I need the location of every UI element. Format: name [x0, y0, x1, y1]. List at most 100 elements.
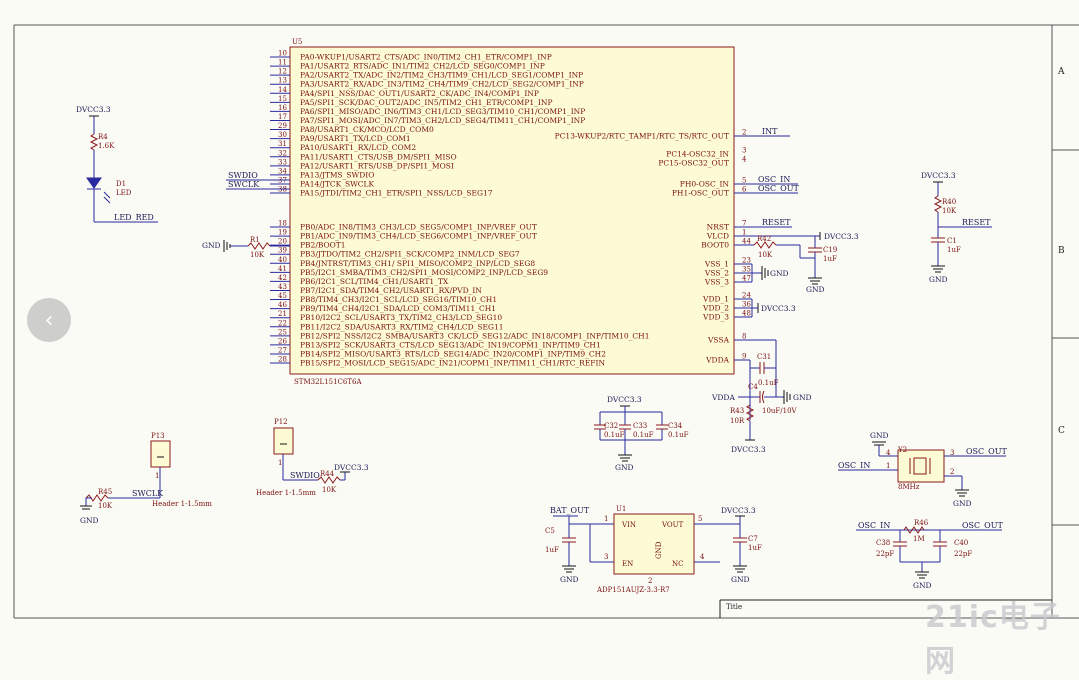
u1-vin: VIN [621, 521, 636, 529]
u5-pin-number: 4 [742, 156, 747, 164]
u1-pin4: 4 [700, 553, 705, 561]
c1-ref: C1 [947, 237, 957, 245]
u1-vout: VOUT [661, 521, 684, 529]
u1-ref: U1 [616, 505, 626, 513]
r42-ref: R42 [757, 235, 771, 243]
c7-ref: C7 [748, 535, 758, 543]
u5-pin-number: 25 [278, 328, 287, 336]
p13-pin: 1 [155, 472, 159, 480]
r45-ref: R45 [98, 488, 112, 496]
c1-val: 1uF [947, 246, 961, 254]
u5-pin-name: PA15/JTDI/TIM2_CH1_ETR/SPI1_NSS/LCD_SEG1… [300, 189, 493, 198]
u5-pin-name: PB1/ADC_IN9/TIM3_CH4/LCD_SEG6/COMP1_INP/… [300, 232, 537, 241]
u5-pin-number: 45 [278, 292, 287, 300]
u5-pin-number: 17 [278, 113, 287, 121]
u5-pin-name: PA10/USART1_RX/LCD_COM2 [300, 143, 416, 152]
net-osc-in-y2: OSC_IN [838, 461, 870, 470]
gnd-r1: GND [202, 241, 221, 250]
u5-pin-name: PA7/SPI1_MOSI/ADC_IN7/TIM3_CH2/LCD_SEG4/… [300, 116, 585, 125]
u5-pin-number: 47 [742, 275, 751, 283]
net-dvcc-vlcd: DVCC3.3 [824, 232, 859, 241]
net-osc-out-y2: OSC_OUT [966, 447, 1007, 456]
u5-pin-number: 41 [278, 265, 287, 273]
u5-pin-name: PB4/JNTRST/TIM3_CH1/ SPI1_MISO/COMP2_INP… [300, 259, 535, 268]
gnd-load: GND [913, 581, 932, 590]
u5-pin-name: PB0/ADC_IN8/TIM3_CH3/LCD_SEG5/COMP1_INP/… [300, 223, 537, 232]
gnd-decoupling: GND [615, 463, 634, 472]
led-circuit: DVCC3.3 R4 1.6K D1 LED LED_RED [76, 105, 158, 223]
u5-pin-name: PA14/JTCK_SWCLK [300, 179, 375, 188]
y2-pin3: 3 [950, 449, 954, 457]
u5-pin-name: PC15-OSC32_OUT [658, 159, 729, 168]
u5-pin-number: 5 [742, 177, 746, 185]
c32-ref: C32 [604, 422, 618, 430]
net-swdio-u5: SWDIO [228, 171, 258, 180]
c34-ref: C34 [668, 422, 683, 430]
r46-val: 1M [913, 535, 925, 543]
u5-pin-number: 42 [278, 274, 287, 282]
u5-pin-number: 15 [278, 95, 287, 103]
r42-val: 10K [758, 251, 773, 259]
u5-pin-number: 12 [278, 68, 287, 76]
gnd-c19: GND [806, 285, 825, 294]
u5-pin-name: VDDA [705, 356, 729, 365]
header-p12: P12 1 SWDIO R44 10K DVCC3.3 Header 1-1.5… [256, 418, 369, 497]
r40-ref: R40 [942, 198, 956, 206]
swd-nets: SWDIO SWCLK [226, 171, 290, 190]
r46-ref: R46 [914, 519, 929, 527]
net-dvcc-r40: DVCC3.3 [921, 171, 956, 180]
r4-ref: R4 [98, 133, 108, 141]
gnd-vdda: GND [793, 393, 812, 402]
c33-val: 0.1uF [633, 431, 654, 439]
u5-pin-number: 48 [742, 310, 751, 318]
c40-ref: C40 [954, 539, 968, 547]
net-swdio-p12: SWDIO [290, 471, 320, 480]
c19-val: 1uF [823, 255, 837, 263]
u5-pin-number: 7 [742, 220, 746, 228]
u5-pin-number: 11 [278, 59, 287, 67]
previous-image-button[interactable]: ‹ [27, 298, 71, 342]
c40-val: 22pF [954, 550, 972, 558]
p12-val: Header 1-1.5mm [256, 489, 316, 497]
boot1-circuit: GND R1 10K [202, 236, 290, 259]
u5-pin-name: PA4/SPI1_NSS/DAC_OUT1/USART2_CK/ADC_IN4/… [300, 89, 539, 98]
u5-pin-number: 32 [278, 149, 287, 157]
u5-pin-number: 29 [278, 122, 287, 130]
net-int: INT [762, 127, 778, 136]
net-osc-out-u5: OSC_OUT [758, 184, 799, 193]
u5-pin-number: 27 [278, 346, 287, 354]
u5-right-pins: 2PC13-WKUP2/RTC_TAMP1/RTC_TS/RTC_OUT3PC1… [555, 129, 752, 365]
u5-pin-number: 21 [278, 310, 287, 318]
r1-ref: R1 [250, 236, 260, 244]
p13-val: Header 1-1.5mm [152, 500, 212, 508]
u5-pin-number: 13 [278, 77, 287, 85]
r43-ref: R43 [730, 407, 744, 415]
d1-val: LED [116, 189, 132, 197]
u5-pin-name: PA3/USART2_RX/ADC_IN3/TIM2_CH4/TIM9_CH2/… [300, 80, 584, 89]
gnd-y2-top: GND [870, 431, 889, 440]
r1-val: 10K [250, 251, 265, 259]
r43-val: 10R [730, 417, 745, 425]
u5-pin-number: 8 [742, 333, 746, 341]
u5-pin-name: PA11/USART1_CTS/USB_DM/SPI1_MISO [300, 152, 457, 161]
c19-ref: C19 [823, 246, 837, 254]
net-reset-r40: RESET [962, 218, 991, 227]
c31-ref: C31 [757, 353, 771, 361]
u5-pin-name: PB15/SPI2_MOSI/LCD_SEG15/ADC_IN21/COPM1_… [300, 359, 605, 368]
u5-pin-name: PB2/BOOT1 [300, 241, 346, 250]
u5-pin-name: PA0-WKUP1/USART2_CTS/ADC_IN0/TIM2_CH1_ET… [300, 53, 552, 62]
u5-pin-name: PA12/USART1_RTS/USB_DP/SPI1_MOSI [300, 161, 454, 170]
c38-val: 22pF [876, 550, 894, 558]
r40-val: 10K [942, 207, 957, 215]
u5-pin-number: 14 [278, 86, 287, 94]
u5-pin-number: 38 [278, 186, 287, 194]
y2-pin4: 4 [886, 449, 891, 457]
u5-pin-number: 43 [278, 283, 287, 291]
u1-pin5: 5 [698, 515, 702, 523]
net-dvcc-r44: DVCC3.3 [334, 463, 369, 472]
zone-c: C [1058, 426, 1065, 436]
net-swclk-u5: SWCLK [228, 180, 260, 189]
